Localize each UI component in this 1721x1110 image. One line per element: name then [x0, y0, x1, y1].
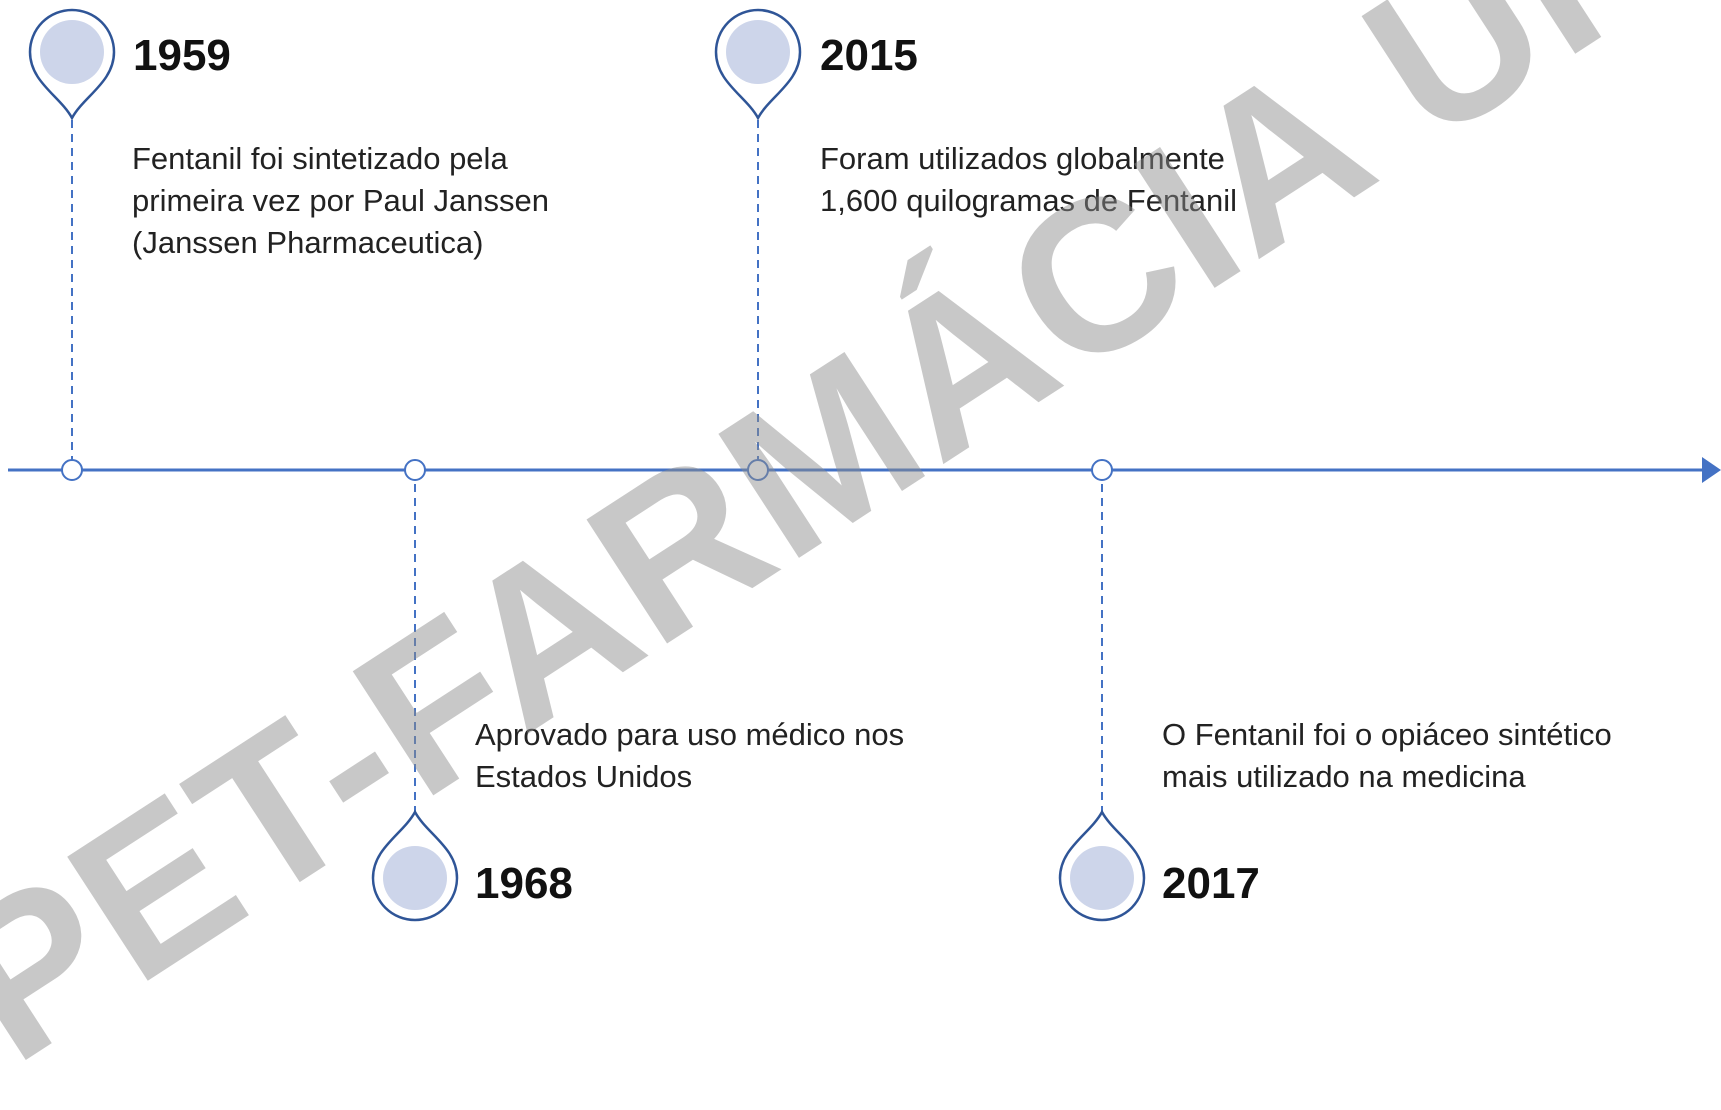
description-line: (Janssen Pharmaceutica)	[132, 225, 484, 260]
event-description: Fentanil foi sintetizado pela primeira v…	[132, 138, 549, 264]
map-pin-icon	[28, 8, 116, 121]
description-line: O Fentanil foi o opiáceo sintético	[1162, 717, 1612, 752]
timeline-graphic	[8, 8, 1721, 922]
description-line: Aprovado para uso médico nos	[475, 717, 905, 752]
event-description: O Fentanil foi o opiáceo sintético mais …	[1162, 714, 1612, 798]
description-line: mais utilizado na medicina	[1162, 759, 1526, 794]
event-year: 1968	[475, 859, 573, 908]
map-pin-icon	[1058, 809, 1146, 922]
event-year: 2017	[1162, 859, 1260, 908]
description-line: Fentanil foi sintetizado pela	[132, 141, 508, 176]
axis-node-2015	[747, 459, 769, 481]
axis-node-1102	[1091, 459, 1113, 481]
description-line: Estados Unidos	[475, 759, 693, 794]
map-pin-icon	[371, 809, 459, 922]
event-description: Aprovado para uso médico nos Estados Uni…	[475, 714, 904, 798]
axis-node-1968	[404, 459, 426, 481]
event-year: 1959	[133, 31, 231, 80]
description-line: primeira vez por Paul Janssen	[132, 183, 549, 218]
axis-node-1959	[61, 459, 83, 481]
description-line: Foram utilizados globalmente	[820, 141, 1225, 176]
event-year: 2015	[820, 31, 918, 80]
map-pin-icon	[714, 8, 802, 121]
timeline-arrowhead	[1702, 457, 1721, 483]
description-line: 1,600 quilogramas de Fentanil	[820, 183, 1238, 218]
event-description: Foram utilizados globalmente 1,600 quilo…	[820, 138, 1237, 222]
